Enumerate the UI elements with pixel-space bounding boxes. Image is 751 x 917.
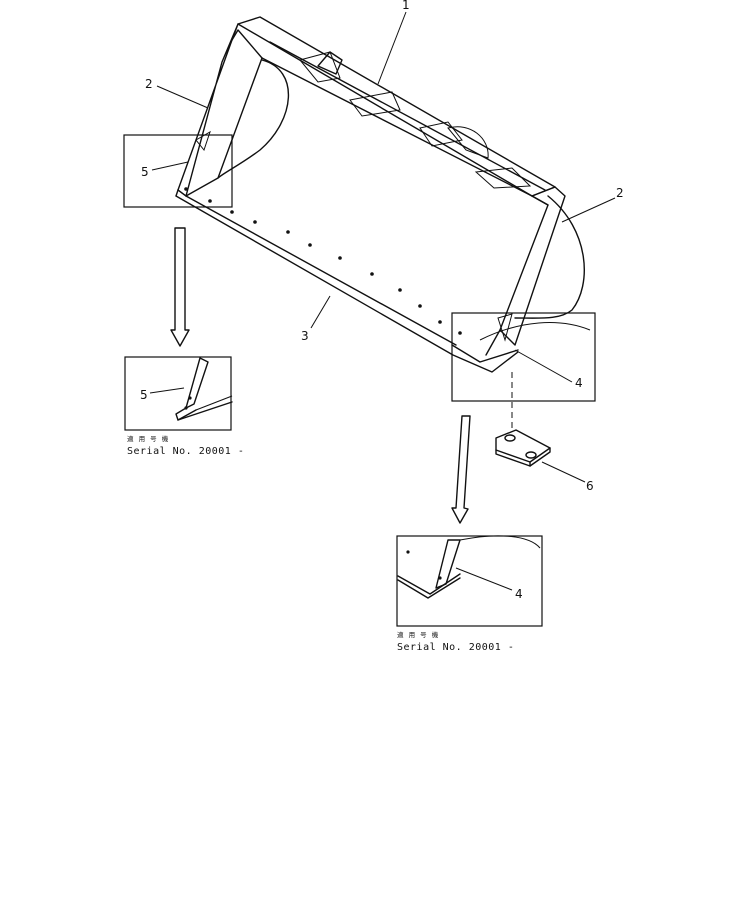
detail-left-frame — [124, 356, 232, 431]
callout-1: 1 — [377, 0, 410, 85]
detail-box-left-main — [123, 134, 233, 208]
wear-plate-6: 6 — [495, 429, 594, 493]
callout-3: 3 — [301, 295, 331, 343]
detail-box-right-main — [451, 312, 596, 402]
callout-2-right-label: 2 — [616, 186, 624, 200]
detail-right-note-cjk: 適 用 号 機 — [397, 630, 440, 639]
callout-2-right: 2 — [561, 186, 624, 223]
detail-right: 4 適 用 号 機 Serial No. 20001 - — [396, 535, 543, 653]
callout-4-detail-label: 4 — [515, 587, 523, 601]
callout-5-main: 5 — [141, 161, 189, 179]
detail-left: 5 適 用 号 機 Serial No. 20001 - — [124, 356, 244, 457]
callout-4-main: 4 — [514, 349, 583, 390]
cutting-edge — [175, 187, 519, 373]
arrow-down-right — [451, 415, 471, 524]
callout-6-label: 6 — [586, 479, 594, 493]
right-side-plate — [485, 186, 566, 356]
callout-3-label: 3 — [301, 329, 309, 343]
callout-2-left: 2 — [145, 77, 209, 109]
detail-right-serial: Serial No. 20001 - — [397, 642, 514, 653]
detail-left-serial: Serial No. 20001 - — [127, 446, 244, 457]
callout-4-main-label: 4 — [575, 376, 583, 390]
left-side-plate — [177, 23, 263, 197]
detail-left-note-cjk: 適 用 号 機 — [127, 434, 170, 443]
detail-right-frame — [396, 535, 543, 627]
callout-5-detail-label: 5 — [140, 388, 148, 402]
callout-2-left-label: 2 — [145, 77, 153, 91]
top-beam — [237, 16, 556, 197]
callout-5-main-label: 5 — [141, 165, 149, 179]
arrow-down-left — [170, 227, 190, 347]
callout-1-label: 1 — [402, 0, 410, 12]
bucket-assembly — [175, 16, 585, 373]
